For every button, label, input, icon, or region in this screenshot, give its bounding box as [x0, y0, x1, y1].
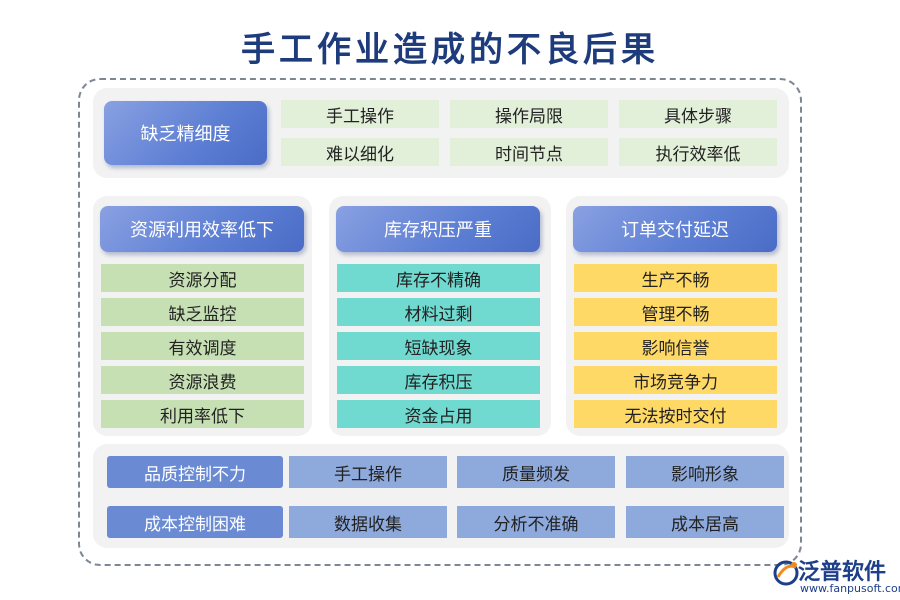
top-item: 难以细化: [281, 138, 439, 166]
resource-item: 资源浪费: [101, 366, 304, 394]
order-item: 生产不畅: [574, 264, 777, 292]
resource-item: 资源分配: [101, 264, 304, 292]
resource-head: 资源利用效率低下: [100, 206, 304, 252]
logo-name: 泛普软件: [798, 560, 887, 585]
resource-item: 利用率低下: [101, 400, 304, 428]
resource-item: 有效调度: [101, 332, 304, 360]
logo-url: www.fanpusoft.com: [800, 582, 900, 595]
top-item: 手工操作: [281, 100, 439, 128]
order-item: 管理不畅: [574, 298, 777, 326]
inventory-item: 短缺现象: [337, 332, 540, 360]
quality-head: 品质控制不力: [107, 456, 283, 488]
inventory-item: 库存不精确: [337, 264, 540, 292]
top-item: 时间节点: [450, 138, 608, 166]
cost-item: 分析不准确: [457, 506, 615, 538]
order-item: 无法按时交付: [574, 400, 777, 428]
inventory-item: 材料过剩: [337, 298, 540, 326]
order-item: 市场竞争力: [574, 366, 777, 394]
quality-item: 质量频发: [457, 456, 615, 488]
cost-item: 成本居高: [626, 506, 784, 538]
cost-head: 成本控制困难: [107, 506, 283, 538]
order-head: 订单交付延迟: [573, 206, 777, 252]
order-item: 影响信誉: [574, 332, 777, 360]
top-item: 执行效率低: [619, 138, 777, 166]
inventory-item: 库存积压: [337, 366, 540, 394]
page-title: 手工作业造成的不良后果: [241, 30, 659, 70]
resource-item: 缺乏监控: [101, 298, 304, 326]
inventory-head: 库存积压严重: [336, 206, 540, 252]
top-item: 操作局限: [450, 100, 608, 128]
top-head: 缺乏精细度: [104, 101, 267, 165]
inventory-item: 资金占用: [337, 400, 540, 428]
dashed-frame: [78, 78, 802, 566]
cost-item: 数据收集: [289, 506, 447, 538]
quality-item: 影响形象: [626, 456, 784, 488]
top-item: 具体步骤: [619, 100, 777, 128]
fanpu-logo-icon: [773, 560, 799, 586]
quality-item: 手工操作: [289, 456, 447, 488]
